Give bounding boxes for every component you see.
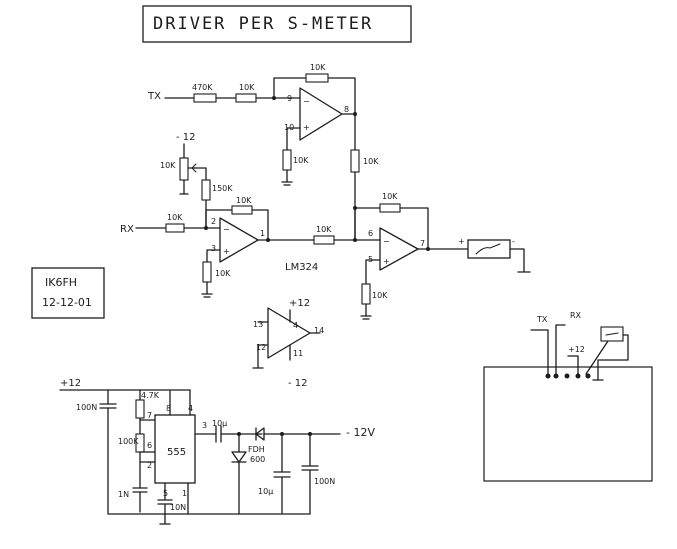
svg-text:470K: 470K — [192, 83, 213, 92]
svg-text:6: 6 — [368, 229, 373, 238]
plus12-left: +12 — [60, 378, 81, 389]
svg-text:FDH: FDH — [248, 445, 265, 454]
resistor-10k-pin5 — [361, 283, 371, 305]
svg-text:7: 7 — [147, 411, 152, 420]
tx-label: TX — [147, 91, 161, 102]
resistor-10k-vert — [350, 149, 360, 173]
resistor-150k — [201, 179, 211, 201]
title-box — [142, 5, 412, 43]
stamp-box — [31, 267, 105, 319]
svg-text:2: 2 — [147, 461, 152, 470]
plus12-pins: +12 — [289, 298, 310, 309]
resistor-10k-rx — [165, 223, 185, 233]
svg-text:100K: 100K — [118, 437, 139, 446]
svg-text:3: 3 — [211, 244, 216, 253]
stamp-date: 12-12-01 — [42, 296, 92, 309]
opamp-pins: 13 12 4 11 14 — [253, 307, 324, 359]
panel-rx: RX — [570, 311, 582, 320]
stamp-call: IK6FH — [45, 276, 77, 289]
resistor-470k — [193, 93, 217, 103]
svg-text:10μ: 10μ — [258, 487, 273, 496]
out-12v: - 12V — [346, 426, 375, 439]
s-meter — [467, 239, 511, 259]
svg-text:10K: 10K — [236, 196, 252, 205]
rx-label: RX — [120, 224, 134, 235]
svg-text:1: 1 — [260, 229, 265, 238]
svg-text:10K: 10K — [363, 157, 379, 166]
resistor-4.7k — [135, 399, 145, 419]
minus12-top: - 12 — [176, 132, 196, 143]
svg-text:10K: 10K — [310, 63, 326, 72]
svg-text:10N: 10N — [170, 503, 186, 512]
svg-text:+: + — [223, 247, 230, 256]
svg-text:+: + — [303, 123, 310, 132]
minus12-pins: - 12 — [288, 378, 308, 389]
svg-text:10K: 10K — [316, 225, 332, 234]
opamp-right: 6 5 7 − + — [368, 227, 425, 271]
panel-box — [483, 366, 653, 482]
ic-555 — [154, 414, 196, 484]
svg-text:4.7K: 4.7K — [141, 391, 160, 400]
svg-text:10K: 10K — [372, 291, 388, 300]
svg-text:1: 1 — [182, 489, 187, 498]
chip-label: LM324 — [285, 262, 318, 273]
resistor-10k-fb-out — [379, 203, 401, 213]
svg-text:8: 8 — [344, 105, 349, 114]
resistor-10k-tx — [235, 93, 257, 103]
svg-text:555: 555 — [167, 447, 186, 458]
svg-text:3: 3 — [202, 421, 207, 430]
opamp-top: 9 10 8 − + — [284, 87, 349, 141]
panel-tx: TX — [536, 315, 548, 324]
panel-plus12: +12 — [568, 345, 585, 354]
svg-text:100N: 100N — [314, 477, 335, 486]
svg-text:12: 12 — [256, 343, 266, 352]
svg-text:10K: 10K — [160, 161, 176, 170]
svg-text:10μ: 10μ — [212, 419, 227, 428]
svg-text:150K: 150K — [212, 184, 233, 193]
svg-text:10K: 10K — [215, 269, 231, 278]
svg-text:10K: 10K — [239, 83, 255, 92]
resistor-10k-pin10 — [282, 149, 292, 171]
svg-text:+: + — [383, 257, 390, 266]
svg-text:−: − — [303, 97, 310, 106]
svg-text:7: 7 — [420, 239, 425, 248]
potentiometer-10k — [179, 157, 189, 181]
svg-text:600: 600 — [250, 455, 265, 464]
svg-text:2: 2 — [211, 217, 216, 226]
opamp-mid: 2 3 1 − + — [211, 217, 265, 263]
svg-text:-: - — [512, 237, 515, 246]
svg-text:100N: 100N — [76, 403, 97, 412]
svg-text:−: − — [383, 237, 390, 246]
svg-text:11: 11 — [293, 349, 303, 358]
svg-text:10K: 10K — [293, 156, 309, 165]
svg-text:6: 6 — [147, 441, 152, 450]
svg-text:13: 13 — [253, 320, 263, 329]
svg-text:10K: 10K — [382, 192, 398, 201]
svg-text:−: − — [223, 225, 230, 234]
resistor-10k-pin3 — [202, 261, 212, 283]
svg-text:1N: 1N — [118, 490, 129, 499]
svg-text:+: + — [458, 237, 465, 246]
svg-text:8: 8 — [166, 404, 171, 413]
title-text: DRIVER PER S-METER — [153, 14, 373, 34]
resistor-10k-fb-mid — [231, 205, 253, 215]
resistor-10k-link — [313, 235, 335, 245]
svg-text:14: 14 — [314, 326, 324, 335]
svg-text:4: 4 — [293, 321, 298, 330]
resistor-10k-fb-top — [305, 73, 329, 83]
svg-text:10K: 10K — [167, 213, 183, 222]
